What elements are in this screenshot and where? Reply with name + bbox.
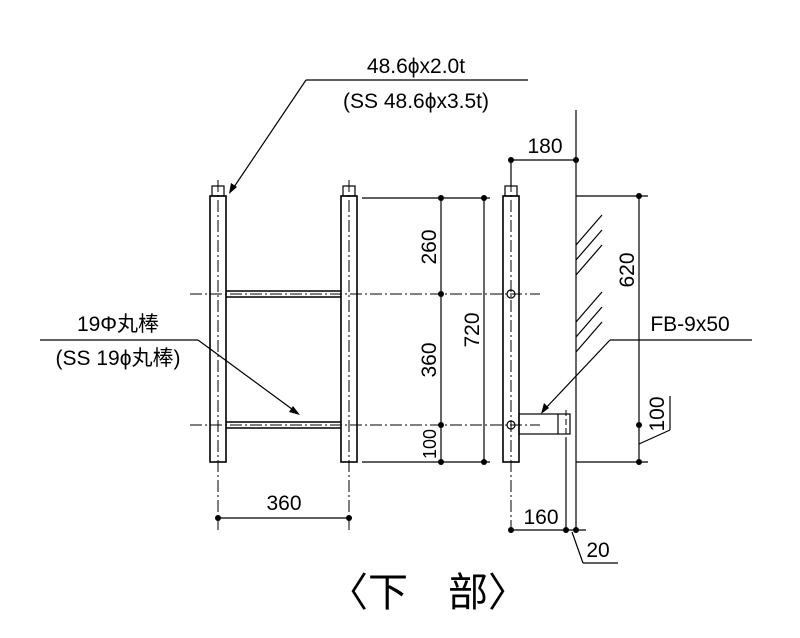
dim-20: 20 <box>586 539 609 562</box>
horizontal-dimension-360 <box>215 515 352 521</box>
dim-100-front: 100 <box>420 429 440 459</box>
bar-spec-leader <box>40 339 300 415</box>
dimension-100-side <box>638 396 671 445</box>
right-post <box>340 180 358 530</box>
wall <box>575 110 648 532</box>
dim-160: 160 <box>523 506 558 529</box>
bar-spec-alt-label: (SS 19ϕ丸棒) <box>56 347 181 370</box>
dim-100-side: 100 <box>646 396 669 431</box>
dim-180: 180 <box>527 135 562 158</box>
dim-360-vertical: 360 <box>418 342 441 377</box>
lower-rung <box>226 421 341 429</box>
dim-360-horizontal: 360 <box>266 492 301 515</box>
vertical-dimension-chain <box>362 195 490 465</box>
dimension-180 <box>508 157 579 186</box>
bar-spec-label: 19Φ丸棒 <box>77 313 159 336</box>
dimension-20-leader <box>571 531 618 564</box>
dim-720: 720 <box>461 312 484 347</box>
drawing-title: 〈下 部〉 <box>328 570 528 616</box>
pipe-spec-leader <box>229 79 528 194</box>
flat-bar-label: FB-9x50 <box>650 313 729 336</box>
dimension-620 <box>636 193 642 465</box>
flat-bar-bracket <box>518 410 571 438</box>
side-post <box>502 180 520 530</box>
upper-rung <box>226 290 341 298</box>
pipe-spec-label: 48.6ϕx2.0t <box>367 55 465 78</box>
flat-bar-leader <box>541 339 752 414</box>
dim-260: 260 <box>418 229 441 264</box>
pipe-spec-alt-label: (SS 48.6ϕx3.5t) <box>343 90 489 113</box>
dimension-160 <box>508 438 586 533</box>
dim-620: 620 <box>616 252 639 287</box>
